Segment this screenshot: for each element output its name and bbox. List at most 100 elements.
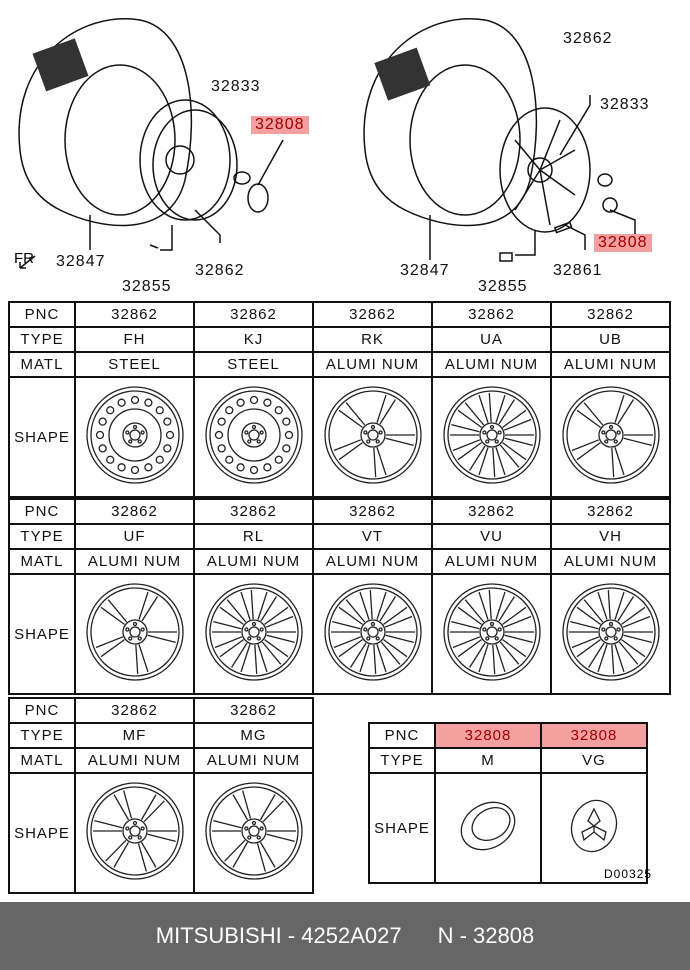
callout-32861-right: 32861: [553, 262, 603, 279]
type-cell: VU: [431, 523, 552, 550]
matl-cell: ALUMI NUM: [193, 548, 314, 575]
matl-cell: ALUMI NUM: [550, 351, 671, 378]
pnc-cell[interactable]: 32862: [431, 498, 552, 525]
matl-cell: ALUMI NUM: [550, 548, 671, 575]
pnc-cell[interactable]: 32808: [434, 722, 542, 749]
callout-32855-right: 32855: [478, 278, 528, 295]
row-shape: SHAPE: [8, 573, 671, 695]
alloy-wheel-icon: [442, 583, 541, 681]
type-cell: M: [434, 747, 542, 774]
matl-cell: ALUMI NUM: [431, 548, 552, 575]
shape-cell: [74, 772, 195, 894]
alloy-wheel-icon: [85, 782, 184, 880]
row-label: PNC: [8, 498, 76, 525]
pnc-cell[interactable]: 32862: [550, 301, 671, 328]
alloy-wheel-icon: [561, 583, 660, 681]
callout-32847-left: 32847: [56, 253, 106, 270]
row-label: TYPE: [8, 722, 76, 749]
matl-cell: ALUMI NUM: [74, 747, 195, 774]
type-cell: UF: [74, 523, 195, 550]
tire-left-drawing: [18, 18, 284, 269]
row-label: PNC: [368, 722, 436, 749]
pnc-cell[interactable]: 32862: [74, 301, 195, 328]
callout-32847-right: 32847: [400, 262, 450, 279]
center-cap-icon: [570, 799, 618, 853]
shape-cell: [193, 772, 314, 894]
type-cell: VH: [550, 523, 671, 550]
callout-32862-right: 32862: [563, 30, 613, 47]
callout-32833-left: 32833: [211, 78, 261, 95]
shape-cell: [74, 376, 195, 498]
front-marker: FR: [14, 250, 34, 267]
type-cell: RL: [193, 523, 314, 550]
type-cell: VG: [540, 747, 648, 774]
tire-right-drawing: [363, 18, 636, 262]
type-cell: UA: [431, 326, 552, 353]
shape-cell: [312, 376, 433, 498]
pnc-cell[interactable]: 32862: [193, 498, 314, 525]
type-cell: KJ: [193, 326, 314, 353]
alloy-wheel-icon: [204, 782, 303, 880]
type-cell: RK: [312, 326, 433, 353]
shape-cell: [74, 573, 195, 695]
callout-32833-right: 32833: [600, 96, 650, 113]
alloy-wheel-icon: [323, 583, 422, 681]
pnc-cell[interactable]: 32862: [193, 301, 314, 328]
shape-cell: [550, 573, 671, 695]
matl-cell: ALUMI NUM: [312, 548, 433, 575]
shape-cell: [193, 376, 314, 498]
shape-cell: [312, 573, 433, 695]
alloy-wheel-icon: [442, 386, 541, 484]
row-label: SHAPE: [8, 376, 76, 498]
shape-cell: [193, 573, 314, 695]
matl-cell: ALUMI NUM: [193, 747, 314, 774]
pnc-cell[interactable]: 32862: [431, 301, 552, 328]
row-label: TYPE: [368, 747, 436, 774]
pnc-cell[interactable]: 32862: [550, 498, 671, 525]
pnc-cell[interactable]: 32862: [312, 498, 433, 525]
cap-nut-icon: [460, 801, 516, 851]
callout-32808-left[interactable]: 32808: [251, 116, 309, 134]
shape-cell: [434, 772, 542, 884]
row-label: MATL: [8, 548, 76, 575]
type-cell: FH: [74, 326, 195, 353]
row-shape: SHAPE: [368, 772, 648, 884]
pnc-cell[interactable]: 32862: [312, 301, 433, 328]
pnc-cell[interactable]: 32862: [74, 697, 195, 724]
type-cell: UB: [550, 326, 671, 353]
alloy-wheel-icon: [561, 386, 660, 484]
row-shape: SHAPE: [8, 772, 314, 894]
callout-32808-right[interactable]: 32808: [594, 234, 652, 252]
alloy-wheel-icon: [85, 583, 184, 681]
row-label: SHAPE: [8, 573, 76, 695]
drawing-code: D00325: [604, 867, 653, 881]
type-cell: MG: [193, 722, 314, 749]
type-cell: VT: [312, 523, 433, 550]
alloy-wheel-icon: [204, 583, 303, 681]
pnc-cell[interactable]: 32808: [540, 722, 648, 749]
pnc-cell[interactable]: 32862: [74, 498, 195, 525]
type-cell: MF: [74, 722, 195, 749]
row-label: TYPE: [8, 523, 76, 550]
row-label: SHAPE: [368, 772, 436, 884]
pnc-cell[interactable]: 32862: [193, 697, 314, 724]
shape-cell: [431, 376, 552, 498]
alloy-wheel-icon: [323, 386, 422, 484]
steel-wheel-icon: [204, 386, 303, 484]
row-label: SHAPE: [8, 772, 76, 894]
